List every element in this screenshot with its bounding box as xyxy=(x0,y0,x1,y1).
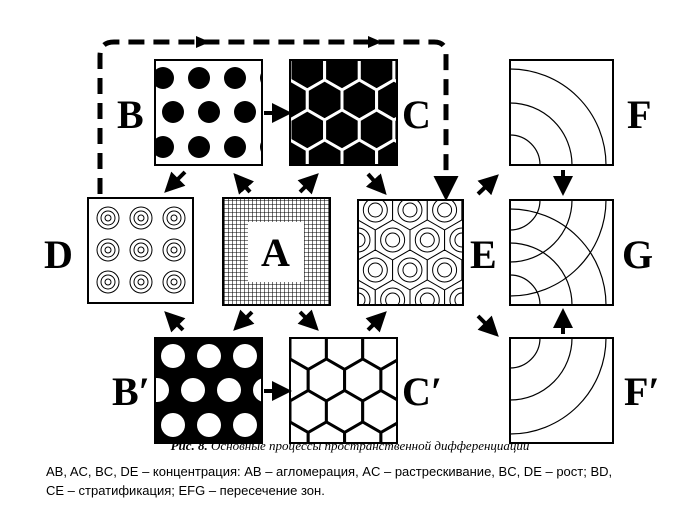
panel-B-prime-white-dots xyxy=(154,337,263,444)
label-F: F xyxy=(627,92,651,137)
arrow-E-to-F-prime xyxy=(476,314,499,337)
panel-B-dots xyxy=(154,59,263,166)
arrow-C-prime-to-E xyxy=(365,311,387,333)
panel-C-black-hexagons xyxy=(289,59,398,166)
figure-legend: AB, AC, BC, DE – концентрация: AB – агло… xyxy=(46,462,666,500)
arrow-E-to-F xyxy=(476,174,499,196)
figure-caption: Рис. 8. Основные процессы пространственн… xyxy=(0,438,700,454)
figure-title: Основные процессы пространственной диффе… xyxy=(211,438,530,453)
label-D: D xyxy=(44,232,73,277)
panel-C-prime-white-hexagons xyxy=(289,337,398,444)
label-B-prime: B′ xyxy=(112,369,150,414)
panel-D-concentric-circles xyxy=(87,197,194,304)
label-F-prime: F′ xyxy=(624,369,660,414)
dashed-arrowhead-top-1 xyxy=(196,36,210,48)
legend-line-2: CE – стратификация; EFG – пересечение зо… xyxy=(46,483,325,498)
arrow-B-prime-to-D xyxy=(164,311,186,333)
panel-G-intersecting-arcs xyxy=(509,199,614,306)
label-A: A xyxy=(261,230,290,275)
dashed-arrowhead-top-2 xyxy=(368,36,382,48)
legend-line-1: AB, AC, BC, DE – концентрация: AB – агло… xyxy=(46,464,613,479)
label-C: C xyxy=(402,92,431,137)
arrow-A-to-C-prime xyxy=(297,309,319,331)
figure-number: Рис. 8. xyxy=(170,438,208,453)
label-G: G xyxy=(622,232,653,277)
label-C-prime: C′ xyxy=(402,369,442,414)
arrow-A-to-B xyxy=(233,172,255,195)
panel-F-prime-arcs xyxy=(509,337,614,444)
panel-A-grid xyxy=(222,197,331,306)
panel-E-hexagons-circles xyxy=(357,199,464,306)
label-E: E xyxy=(470,232,497,277)
arrow-B-to-D xyxy=(164,170,187,193)
arrow-C-to-E xyxy=(365,172,387,195)
arrow-A-to-C xyxy=(297,173,319,195)
label-B: B xyxy=(117,92,144,137)
arrow-A-to-B-prime xyxy=(233,309,255,331)
panel-F-arcs xyxy=(509,59,614,166)
